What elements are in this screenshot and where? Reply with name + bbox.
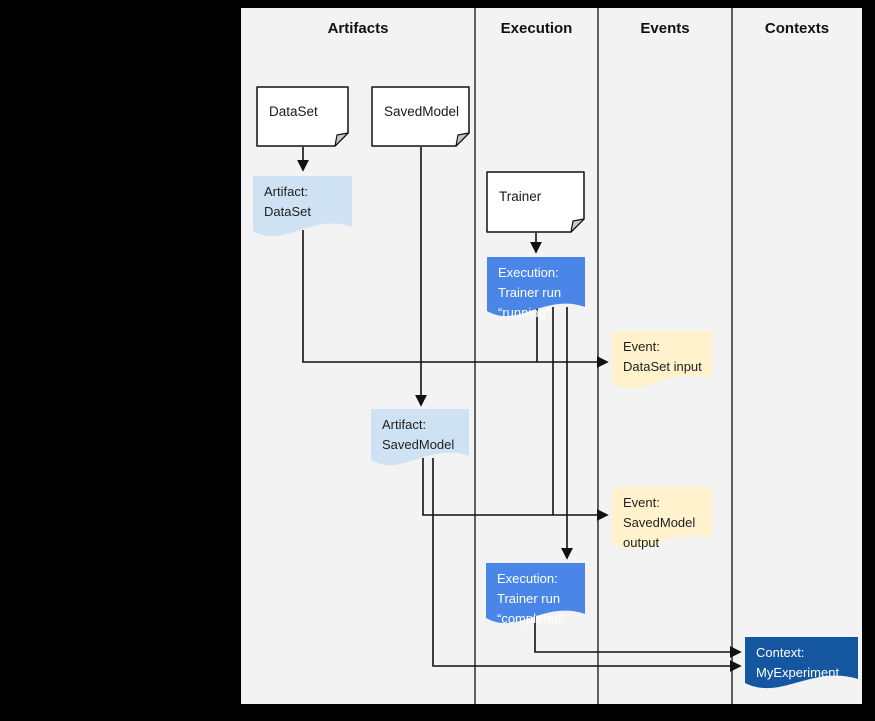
node-event-dataset-input: Event: DataSet input xyxy=(612,331,712,389)
node-event-savedmodel-output-line3: output xyxy=(623,535,660,550)
file-shape xyxy=(371,86,470,147)
node-savedmodel-label: SavedModel xyxy=(384,104,460,119)
node-event-savedmodel-output-line2: SavedModel xyxy=(623,515,696,530)
node-execution-running-line1: Execution: xyxy=(498,265,559,280)
connector-execution-completed-to-context xyxy=(534,616,742,658)
connector-artifact-savedmodel-to-event-savedmodel-output xyxy=(422,458,609,521)
file-shape xyxy=(256,86,349,147)
connector-layer xyxy=(297,8,742,704)
column-header-events: Events xyxy=(640,20,690,37)
node-execution-running: Execution: Trainer run “running” xyxy=(487,257,585,320)
connector-artifact-dataset-to-event-dataset-input xyxy=(302,230,609,368)
node-artifact-dataset-line1: Artifact: xyxy=(264,184,309,199)
node-execution-completed: Execution: Trainer run “completed” xyxy=(486,563,585,626)
node-artifact-dataset-line2: DataSet xyxy=(264,204,311,219)
document-wave-shape xyxy=(486,563,585,624)
folded-corner-icon xyxy=(334,132,349,147)
folded-corner-icon xyxy=(455,132,470,147)
node-execution-running-line3: “running” xyxy=(498,305,551,320)
column-header-artifacts: Artifacts xyxy=(327,20,389,37)
column-header-execution: Execution xyxy=(500,20,573,37)
node-event-dataset-input-line1: Event: xyxy=(623,339,660,354)
node-context-myexperiment-line2: MyExperiment xyxy=(756,665,840,680)
connector-artifact-savedmodel-to-context xyxy=(432,458,742,672)
node-dataset: DataSet xyxy=(256,86,349,147)
document-wave-shape xyxy=(253,176,352,237)
node-artifact-dataset: Artifact: DataSet xyxy=(253,176,352,237)
node-event-savedmodel-output: Event: SavedModel output xyxy=(612,487,712,550)
column-header-contexts: Contexts xyxy=(764,20,830,37)
diagram-panel: Artifacts Execution Events Contexts Data… xyxy=(241,8,862,704)
node-context-myexperiment: Context: MyExperiment xyxy=(745,637,858,689)
node-artifact-savedmodel-line2: SavedModel xyxy=(382,437,455,452)
document-wave-shape xyxy=(371,409,469,466)
node-savedmodel: SavedModel xyxy=(371,86,470,147)
node-artifact-savedmodel: Artifact: SavedModel xyxy=(371,409,469,466)
node-dataset-label: DataSet xyxy=(269,104,318,119)
folded-corner-icon xyxy=(570,218,585,233)
document-wave-shape xyxy=(745,637,858,689)
node-artifact-savedmodel-line1: Artifact: xyxy=(382,417,427,432)
node-trainer: Trainer xyxy=(486,171,585,233)
node-event-savedmodel-output-line1: Event: xyxy=(623,495,660,510)
node-execution-completed-line1: Execution: xyxy=(497,571,558,586)
document-wave-shape xyxy=(487,257,585,317)
document-wave-shape xyxy=(612,487,712,549)
node-trainer-label: Trainer xyxy=(499,189,542,204)
node-event-dataset-input-line2: DataSet input xyxy=(623,359,702,374)
document-wave-shape xyxy=(612,331,712,389)
node-execution-completed-line3: “completed” xyxy=(497,611,566,626)
node-context-myexperiment-line1: Context: xyxy=(756,645,805,660)
file-shape xyxy=(486,171,585,233)
node-execution-completed-line2: Trainer run xyxy=(497,591,561,606)
node-execution-running-line2: Trainer run xyxy=(498,285,562,300)
